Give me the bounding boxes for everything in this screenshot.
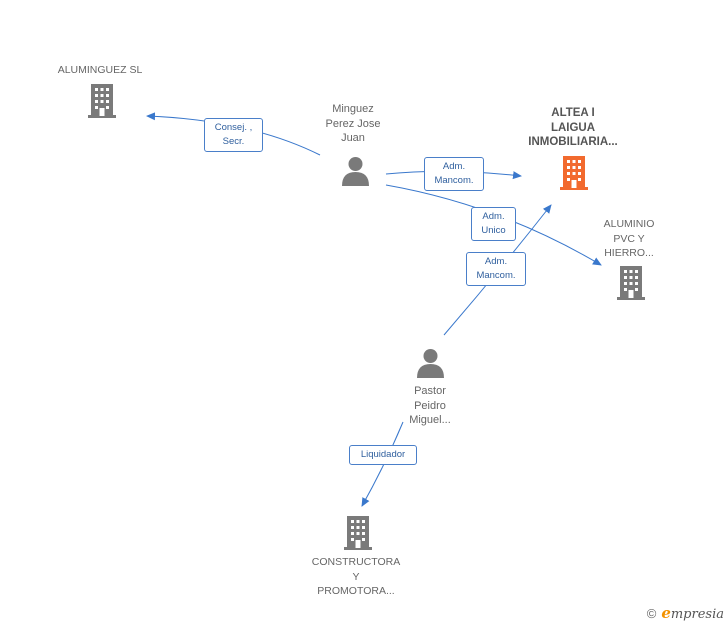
node-label-aluminio[interactable]: ALUMINIO PVC Y HIERRO... bbox=[603, 218, 655, 259]
node-label-constructora[interactable]: CONSTRUCTORA Y PROMOTORA... bbox=[311, 556, 401, 597]
node-label-altea[interactable]: ALTEA I LAIGUA INMOBILIARIA... bbox=[528, 107, 618, 148]
node-label-pastor[interactable]: Pastor Peidro Miguel... bbox=[409, 385, 451, 426]
building-icon[interactable] bbox=[615, 266, 647, 300]
building-icon-highlight[interactable] bbox=[558, 156, 590, 190]
node-label-minguez[interactable]: Minguez Perez Jose Juan bbox=[325, 103, 381, 144]
building-icon[interactable] bbox=[342, 516, 374, 550]
edge-label-adm-mancom-2[interactable]: Adm. Mancom. bbox=[466, 252, 526, 286]
edge-label-liquidador[interactable]: Liquidador bbox=[349, 445, 417, 465]
edge-label-adm-mancom-1[interactable]: Adm. Mancom. bbox=[424, 157, 484, 191]
edge-label-adm-unico[interactable]: Adm. Unico bbox=[471, 207, 516, 241]
node-label-aluminguez[interactable]: ALUMINGUEZ SL bbox=[57, 64, 143, 76]
copyright-icon: © bbox=[646, 605, 657, 621]
person-icon[interactable] bbox=[416, 348, 445, 378]
brand-watermark: © empresia bbox=[647, 604, 724, 622]
building-icon[interactable] bbox=[86, 84, 118, 118]
edge-label-consej[interactable]: Consej. , Secr. bbox=[204, 118, 263, 152]
brand-logo: empresia bbox=[661, 604, 724, 622]
person-icon[interactable] bbox=[341, 156, 370, 186]
